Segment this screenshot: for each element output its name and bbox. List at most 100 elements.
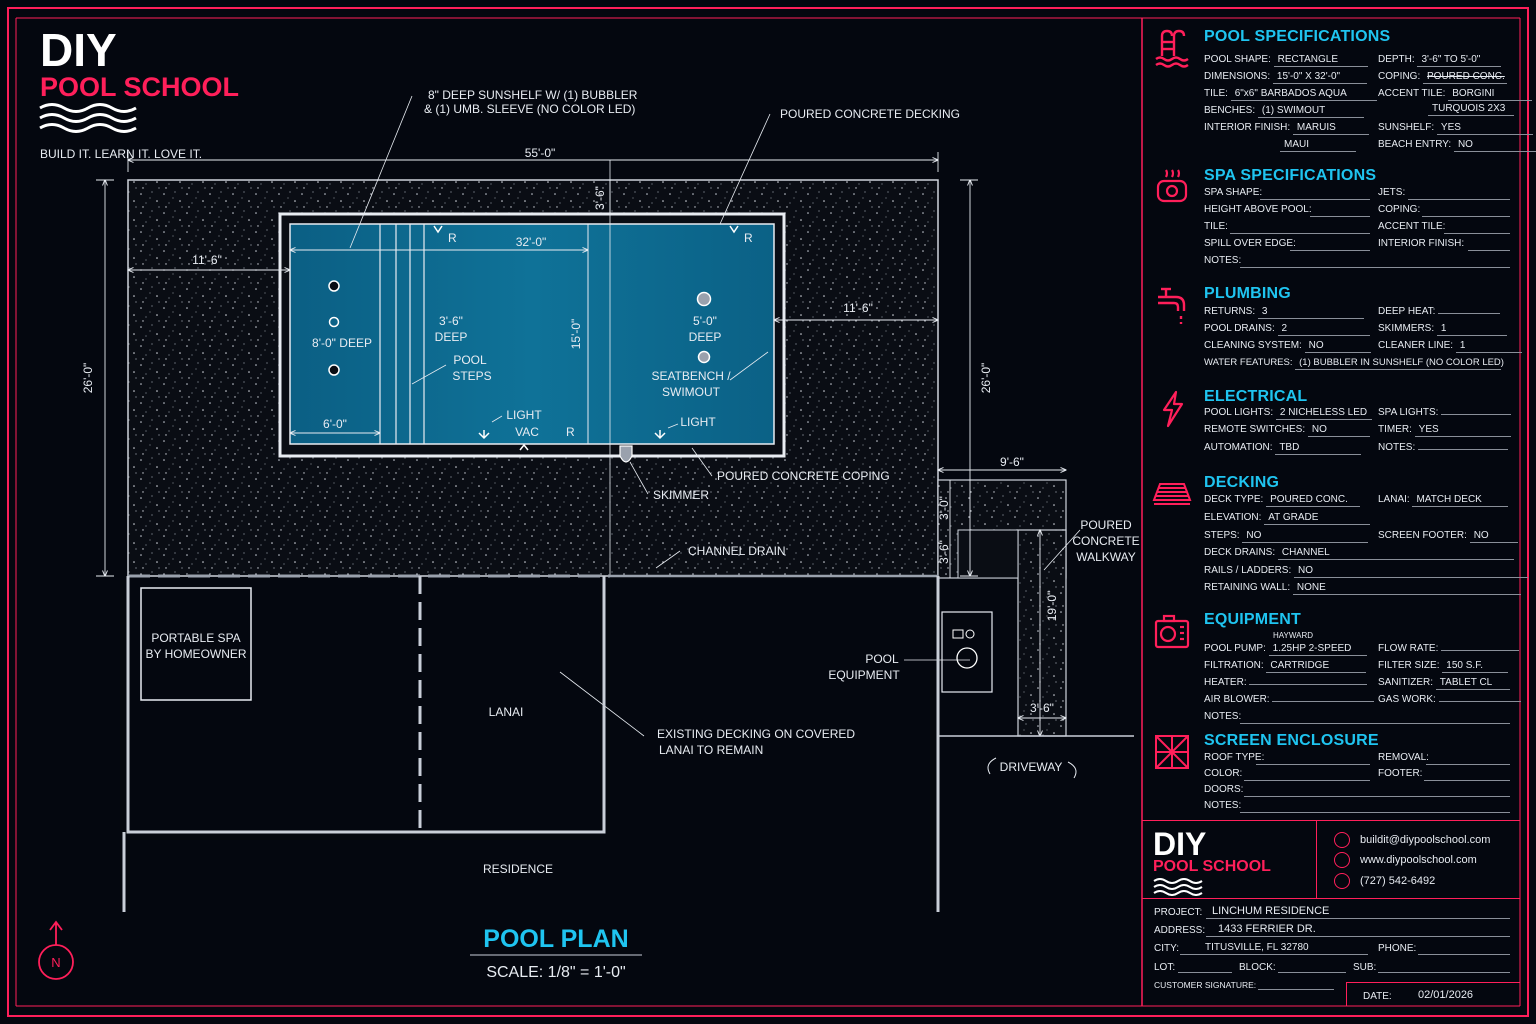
pool-steps-label: POOL [453, 353, 487, 367]
equipment-label: EQUIPMENT [828, 668, 900, 682]
spec-row: AUTOMATION: TBD [1204, 442, 1362, 455]
spec-row: RETURNS: 3 [1204, 306, 1364, 319]
umbrella-sleeve-marker [328, 316, 340, 328]
pool-specifications: POOL SPECIFICATIONS POOL SHAPE: RECTANGL… [1144, 24, 1536, 164]
contact-website[interactable]: www.diypoolschool.com [1334, 852, 1477, 868]
pump-icon [1154, 614, 1190, 649]
filter-icon [956, 647, 978, 669]
spec-row: CLEANING SYSTEM: NO [1204, 340, 1371, 353]
return-marker: R [744, 231, 753, 245]
plumbing-title: PLUMBING [1204, 285, 1291, 302]
spec-row: ACCENT TILE: [1378, 221, 1446, 232]
seatbench-label: SEATBENCH / [651, 369, 731, 383]
spec-row: LANAI: MATCH DECK [1378, 494, 1509, 507]
sub-label: SUB: [1353, 962, 1377, 973]
contact-email[interactable]: buildit@diypoolschool.com [1334, 832, 1490, 848]
equipment-title: EQUIPMENT [1204, 611, 1301, 628]
main-drain-1 [696, 291, 712, 307]
spec-row: DOORS: [1204, 784, 1244, 795]
plumbing-section: PLUMBING RETURNS: 3 DEEP HEAT: POOL DRAI… [1144, 281, 1522, 381]
portable-spa [140, 587, 252, 701]
spec-row: POOL SHAPE: RECTANGLE [1204, 54, 1368, 67]
skimmer-marker [619, 445, 633, 463]
spec-row: BEACH ENTRY: NO [1378, 139, 1536, 152]
spec-row: COLOR: [1204, 768, 1243, 779]
spa-specifications: SPA SPECIFICATIONS SPA SHAPE: JETS: HEIG… [1144, 163, 1518, 281]
spec-row: SANITIZER: TABLET CL [1378, 677, 1510, 690]
spec-row: POOL PUMP: 1.25HP 2-SPEED [1204, 643, 1367, 656]
dim-walkway-len: 19'-0" [1045, 591, 1059, 622]
dim-sunshelf: 6'-0" [323, 417, 347, 431]
sunshelf-note: 8" DEEP SUNSHELF W/ (1) BUBBLER [428, 88, 638, 102]
spec-row: FOOTER: [1378, 768, 1423, 779]
existing-decking-note: EXISTING DECKING ON COVERED [657, 727, 855, 741]
spec-row: MAUI [1280, 139, 1356, 152]
dim-walkway-top: 9'-6" [1000, 455, 1024, 469]
spec-row: DIMENSIONS: 15'-0" X 32'-0" [1204, 71, 1367, 84]
pool-water [289, 223, 775, 445]
screen-title: SCREEN ENCLOSURE [1204, 732, 1379, 749]
spec-row: TURQUOIS 2X3 [1428, 103, 1514, 116]
skimmer-note: SKIMMER [653, 488, 709, 502]
equipment-label: POOL [865, 652, 899, 666]
spec-row: NOTES: [1204, 255, 1242, 266]
dim-walkway-width: 3'-6" [1030, 701, 1054, 715]
email-icon [1334, 832, 1350, 848]
lightning-icon [1162, 390, 1184, 428]
city-value: TITUSVILLE, FL 32780 [1205, 942, 1309, 953]
dim-small: 3'-6" [937, 540, 951, 564]
spec-row: DEEP HEAT: [1378, 306, 1501, 317]
equipment-section: EQUIPMENT HAYWARD POOL PUMP: 1.25HP 2-SP… [1144, 607, 1521, 727]
spec-row: TIMER: YES [1378, 424, 1511, 437]
decking-title: DECKING [1204, 474, 1280, 491]
spec-row: SPA SHAPE: [1204, 187, 1263, 198]
spec-row: DECK TYPE: POURED CONC. [1204, 494, 1361, 507]
return-marker: R [566, 425, 575, 439]
globe-icon [1334, 852, 1350, 868]
spec-row: SUNSHELF: YES [1378, 122, 1533, 135]
pump-brand: HAYWARD [1273, 631, 1313, 640]
dim-left-offset: 11'-6" [192, 253, 222, 267]
contact-phone[interactable]: (727) 542-6492 [1334, 873, 1435, 889]
spec-row: FLOW RATE: [1378, 643, 1520, 654]
deck-icon [1152, 483, 1192, 505]
light-icon [478, 430, 666, 440]
dim-total-width: 55'-0" [525, 146, 556, 160]
svg-text:N: N [51, 955, 60, 970]
spec-row: SPILL OVER EDGE: [1204, 238, 1296, 249]
walkway-note: POURED [1080, 518, 1132, 532]
spec-row: ACCENT TILE: BORGINI [1378, 88, 1533, 101]
north-arrow-icon: N [38, 920, 74, 980]
frame-border [7, 7, 1529, 1017]
dim-right-offset: 11'-6" [843, 301, 873, 315]
deep-depth-label: 5'-0" [693, 314, 717, 328]
project-label: PROJECT: [1154, 907, 1203, 918]
dim-width-right: 26'-0" [979, 363, 993, 394]
pool-steps-label: STEPS [452, 369, 491, 383]
spec-row: SKIMMERS: 1 [1378, 323, 1507, 336]
spec-row: NOTES: [1204, 800, 1242, 811]
spec-row: SCREEN FOOTER: NO [1378, 530, 1518, 543]
screen-grid-icon [1155, 735, 1189, 769]
logo-waves-icon [39, 103, 137, 133]
shallow-depth-label: DEEP [435, 330, 468, 344]
phone-label: PHONE: [1378, 943, 1417, 954]
light-label: LIGHT [506, 408, 542, 422]
dim-pool-length: 32'-0" [516, 235, 547, 249]
spec-row: NOTES: [1204, 711, 1242, 722]
existing-decking-note: LANAI TO REMAIN [659, 743, 763, 757]
coping-note: POURED CONCRETE COPING [717, 469, 890, 483]
residence-walls [122, 576, 1134, 912]
spec-row: HEIGHT ABOVE POOL: [1204, 204, 1312, 215]
spec-row: ELEVATION: AT GRADE [1204, 512, 1371, 525]
project-value: LINCHUM RESIDENCE [1212, 905, 1330, 917]
spec-row: DEPTH: 3'-6" TO 5'-0" [1378, 54, 1502, 67]
block-label: BLOCK: [1239, 962, 1276, 973]
dim-small: 3'-0" [937, 496, 951, 520]
spec-row: SPA LIGHTS: [1378, 407, 1512, 418]
pool-spec-title: POOL SPECIFICATIONS [1204, 28, 1391, 45]
spec-row: INTERIOR FINISH: [1378, 238, 1465, 249]
address-value: 1433 FERRIER DR. [1218, 923, 1316, 935]
spec-row: STEPS: NO [1204, 530, 1369, 543]
